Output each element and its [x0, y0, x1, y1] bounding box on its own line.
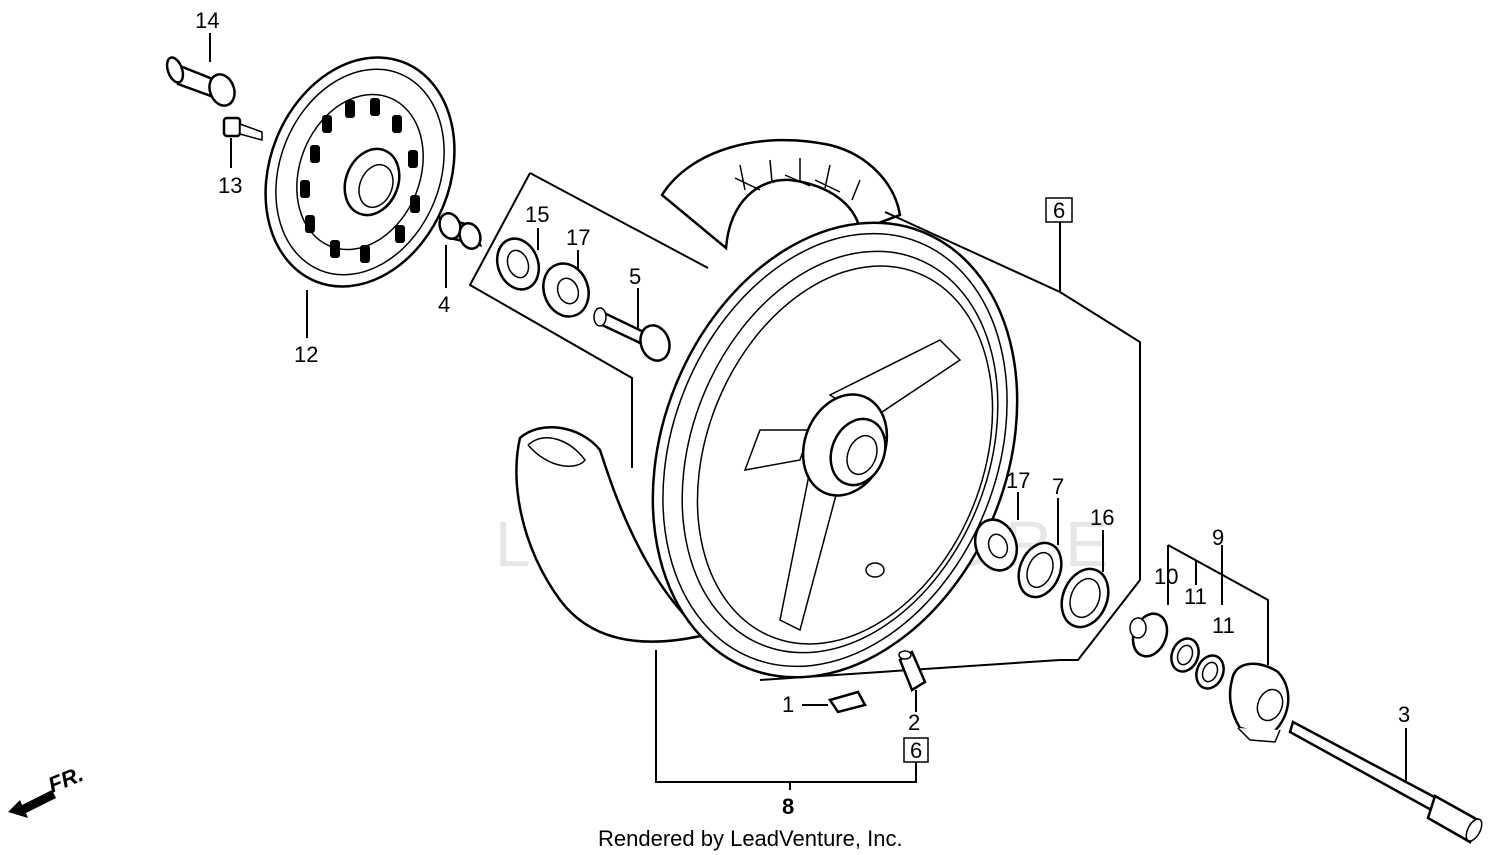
- tire-upper: [660, 138, 902, 251]
- label-4: 4: [438, 292, 450, 317]
- bearing-17-lower: [973, 518, 1019, 572]
- speedometer-gearbox: [1228, 662, 1290, 743]
- label-7: 7: [1052, 474, 1064, 499]
- label-6-upper: 6: [1053, 198, 1065, 223]
- label-2: 2: [908, 710, 920, 735]
- washer-11-a: [1170, 637, 1200, 673]
- label-15: 15: [525, 202, 549, 227]
- gear-retainer-7: [1017, 541, 1063, 599]
- label-16: 16: [1090, 505, 1114, 530]
- label-8: 8: [782, 794, 794, 819]
- front-wheel: [651, 221, 1019, 679]
- distance-collar-5: [593, 307, 671, 362]
- label-12: 12: [294, 342, 318, 367]
- label-13: 13: [218, 173, 242, 198]
- balance-weight-1: [828, 690, 867, 714]
- label-11-a: 11: [1184, 584, 1207, 609]
- bearing-17-upper: [542, 262, 590, 318]
- gearbox-seal-10: [1129, 612, 1169, 658]
- dust-seal-16: [1060, 567, 1110, 629]
- label-3: 3: [1398, 702, 1410, 727]
- brake-disc: [264, 56, 456, 288]
- label-6-lower: 6: [910, 738, 922, 763]
- label-5: 5: [629, 264, 641, 289]
- hub-collar-14: [165, 56, 236, 107]
- label-11-b: 11: [1212, 613, 1235, 638]
- label-14: 14: [195, 8, 219, 33]
- label-box-6-upper: [1045, 197, 1073, 223]
- label-10: 10: [1154, 564, 1178, 589]
- bearing-15: [495, 237, 541, 291]
- axle-3: [1288, 720, 1483, 844]
- washer-11-b: [1195, 654, 1225, 690]
- front-direction-label: FR.: [45, 761, 87, 797]
- footer-credit: Rendered by LeadVenture, Inc.: [598, 826, 903, 851]
- label-1: 1: [782, 692, 794, 717]
- label-17-lower: 17: [1006, 468, 1030, 493]
- label-17-upper: 17: [566, 225, 590, 250]
- side-collar-4: [437, 212, 483, 250]
- disc-bolt-13: [222, 116, 263, 141]
- tire-valve-2: [898, 650, 927, 692]
- label-9: 9: [1212, 525, 1224, 550]
- front-direction-arrow: [8, 790, 56, 818]
